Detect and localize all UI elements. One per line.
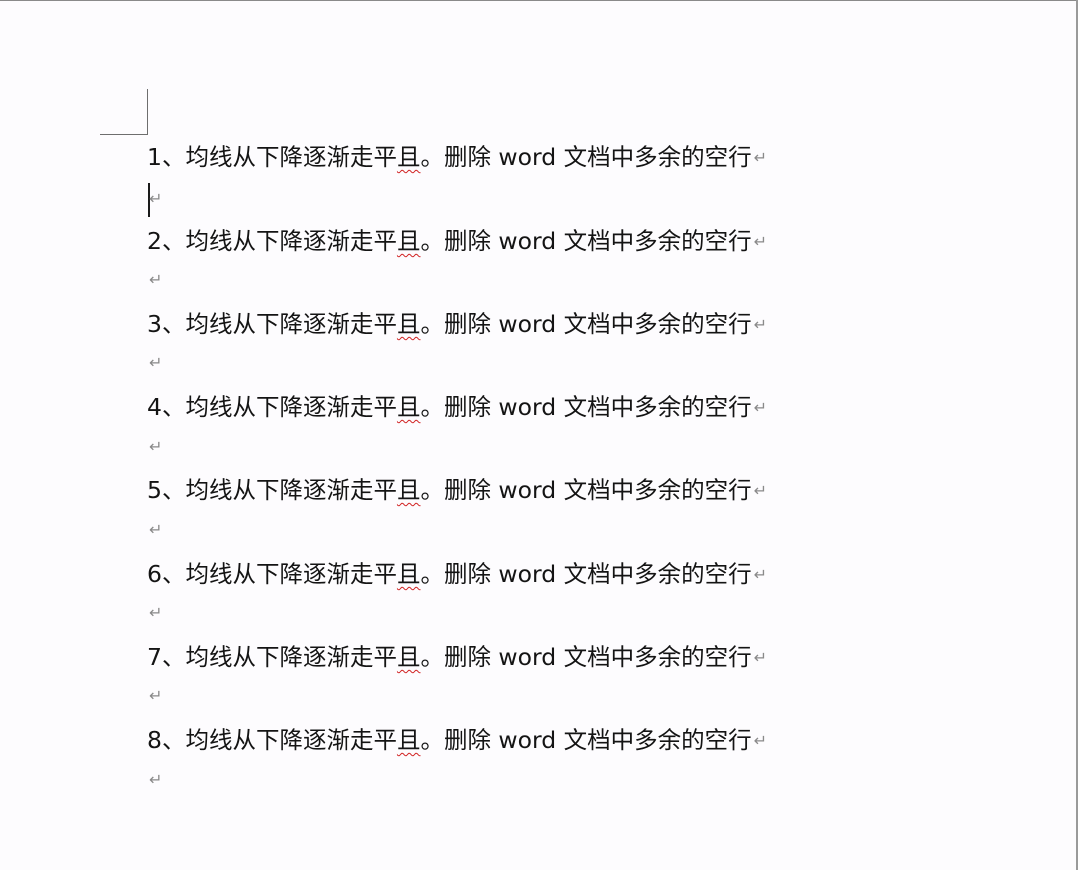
paragraph-mark-icon: ↵: [753, 731, 768, 750]
empty-paragraph[interactable]: ↵: [149, 770, 162, 790]
spellcheck-flagged-word[interactable]: 且: [396, 643, 421, 671]
paragraph-4[interactable]: 4、均线从下降逐渐走平且。删除 word 文档中多余的空行↵: [147, 392, 767, 422]
empty-paragraph[interactable]: ↵: [149, 437, 162, 457]
spellcheck-flagged-word[interactable]: 且: [396, 310, 421, 338]
paragraph-mark-icon: ↵: [753, 481, 768, 500]
paragraph-text: 均线从下降逐渐走平: [185, 643, 397, 671]
paragraph-text: 。删除 word 文档中多余的空行: [420, 726, 752, 754]
paragraph-6[interactable]: 6、均线从下降逐渐走平且。删除 word 文档中多余的空行↵: [147, 559, 767, 589]
paragraph-text: 均线从下降逐渐走平: [185, 726, 397, 754]
spellcheck-flagged-word[interactable]: 且: [396, 560, 421, 588]
paragraph-text: 。删除 word 文档中多余的空行: [420, 643, 752, 671]
list-number: 5、: [147, 476, 186, 504]
spellcheck-flagged-word[interactable]: 且: [396, 393, 421, 421]
paragraph-text: 。删除 word 文档中多余的空行: [420, 143, 752, 171]
paragraph-mark-icon: ↵: [753, 398, 768, 417]
paragraph-1[interactable]: 1、均线从下降逐渐走平且。删除 word 文档中多余的空行↵: [147, 142, 767, 172]
paragraph-text: 均线从下降逐渐走平: [185, 560, 397, 588]
paragraph-mark-icon: ↵: [149, 353, 163, 372]
empty-paragraph[interactable]: ↵: [149, 520, 162, 540]
list-number: 1、: [147, 143, 186, 171]
paragraph-mark-icon: ↵: [149, 189, 163, 208]
empty-paragraph[interactable]: ↵: [149, 189, 162, 209]
paragraph-text: 。删除 word 文档中多余的空行: [420, 393, 752, 421]
paragraph-mark-icon: ↵: [149, 686, 163, 705]
paragraph-text: 均线从下降逐渐走平: [185, 310, 397, 338]
empty-paragraph[interactable]: ↵: [149, 603, 162, 623]
paragraph-text: 。删除 word 文档中多余的空行: [420, 227, 752, 255]
paragraph-text: 均线从下降逐渐走平: [185, 393, 397, 421]
list-number: 4、: [147, 393, 186, 421]
margin-corner-marker-horizontal: [100, 134, 148, 135]
paragraph-3[interactable]: 3、均线从下降逐渐走平且。删除 word 文档中多余的空行↵: [147, 309, 767, 339]
paragraph-mark-icon: ↵: [753, 232, 768, 251]
spellcheck-flagged-word[interactable]: 且: [396, 726, 421, 754]
margin-corner-marker: [147, 89, 148, 135]
spellcheck-flagged-word[interactable]: 且: [396, 227, 421, 255]
empty-paragraph[interactable]: ↵: [149, 270, 162, 290]
spellcheck-flagged-word[interactable]: 且: [396, 143, 421, 171]
paragraph-text: 均线从下降逐渐走平: [185, 227, 397, 255]
window-right-border: [1076, 0, 1078, 870]
paragraph-mark-icon: ↵: [149, 520, 163, 539]
list-number: 3、: [147, 310, 186, 338]
text-cursor: [148, 183, 150, 217]
list-number: 7、: [147, 643, 186, 671]
window-top-border: [0, 0, 1078, 1]
paragraph-8[interactable]: 8、均线从下降逐渐走平且。删除 word 文档中多余的空行↵: [147, 725, 767, 755]
empty-paragraph[interactable]: ↵: [149, 353, 162, 373]
paragraph-text: 均线从下降逐渐走平: [185, 476, 397, 504]
paragraph-text: 均线从下降逐渐走平: [185, 143, 397, 171]
spellcheck-flagged-word[interactable]: 且: [396, 476, 421, 504]
list-number: 6、: [147, 560, 186, 588]
paragraph-text: 。删除 word 文档中多余的空行: [420, 560, 752, 588]
paragraph-text: 。删除 word 文档中多余的空行: [420, 310, 752, 338]
paragraph-mark-icon: ↵: [149, 437, 163, 456]
paragraph-mark-icon: ↵: [149, 770, 163, 789]
list-number: 2、: [147, 227, 186, 255]
paragraph-mark-icon: ↵: [149, 603, 163, 622]
list-number: 8、: [147, 726, 186, 754]
paragraph-mark-icon: ↵: [753, 648, 768, 667]
paragraph-mark-icon: ↵: [753, 148, 768, 167]
paragraph-mark-icon: ↵: [753, 565, 768, 584]
paragraph-5[interactable]: 5、均线从下降逐渐走平且。删除 word 文档中多余的空行↵: [147, 475, 767, 505]
paragraph-text: 。删除 word 文档中多余的空行: [420, 476, 752, 504]
paragraph-7[interactable]: 7、均线从下降逐渐走平且。删除 word 文档中多余的空行↵: [147, 642, 767, 672]
paragraph-mark-icon: ↵: [149, 270, 163, 289]
paragraph-mark-icon: ↵: [753, 315, 768, 334]
paragraph-2[interactable]: 2、均线从下降逐渐走平且。删除 word 文档中多余的空行↵: [147, 226, 767, 256]
empty-paragraph[interactable]: ↵: [149, 686, 162, 706]
